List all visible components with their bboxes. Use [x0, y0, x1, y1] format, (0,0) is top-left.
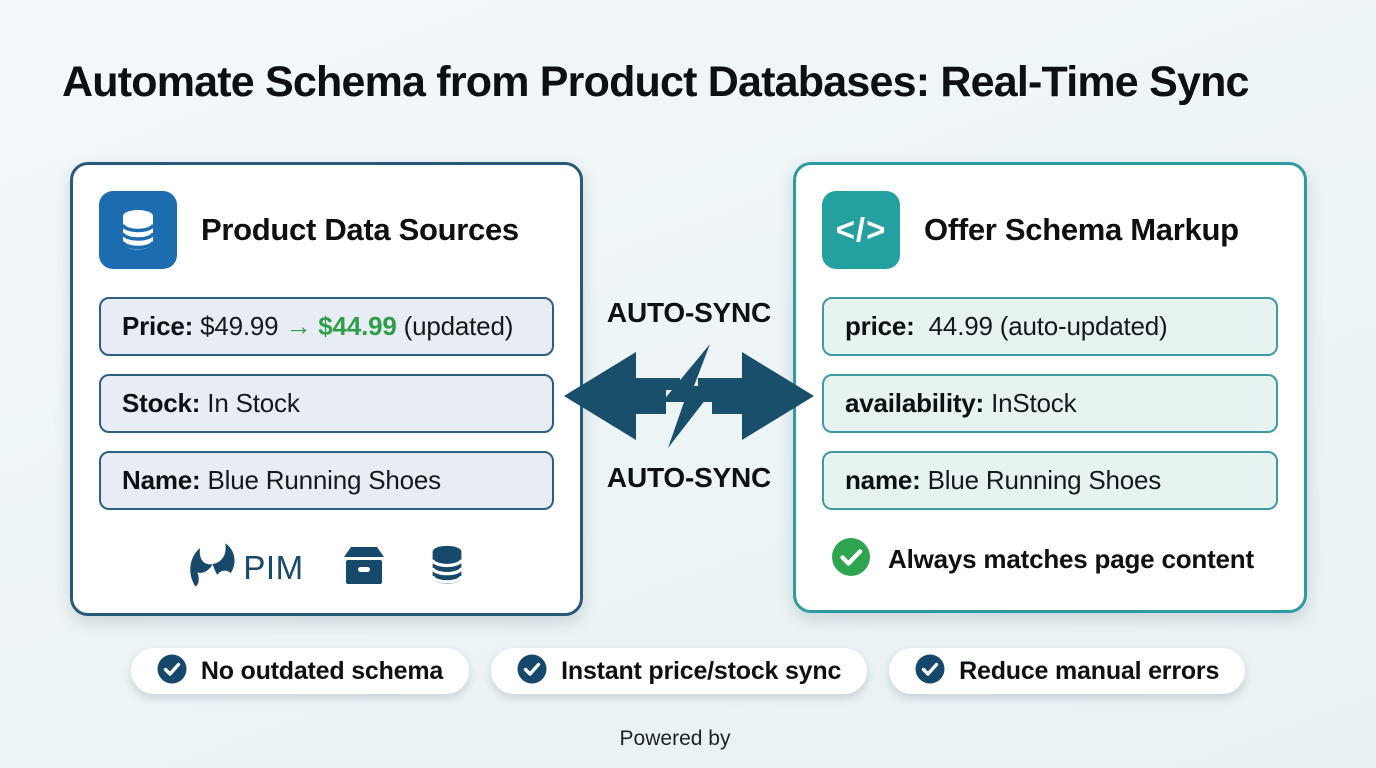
benefit-pill-reduce-errors: Reduce manual errors [889, 648, 1246, 694]
benefit-pill-instant-sync: Instant price/stock sync [491, 648, 868, 694]
page-title: Automate Schema from Product Databases: … [62, 58, 1249, 106]
stock-value: In Stock [207, 388, 300, 418]
price-change-arrow-icon: → [285, 311, 312, 341]
price-row: Price: $49.99 → $44.99 (updated) [99, 297, 554, 356]
name-row: Name: Blue Running Shoes [99, 451, 554, 510]
check-circle-navy-icon [517, 654, 547, 689]
check-circle-green-icon [831, 537, 871, 582]
schema-name-label: name: [845, 465, 921, 495]
schema-footnote: Always matches page content [822, 537, 1278, 582]
auto-sync-connector: AUTO-SYNC AUTO-SYNC [561, 290, 817, 494]
price-label: Price: [122, 311, 194, 341]
stock-label: Stock: [122, 388, 201, 418]
pim-source: PIM [183, 536, 303, 599]
powered-by-text: Powered by [619, 727, 731, 750]
schema-price-label: price: [845, 311, 915, 341]
schema-name-value: Blue Running Shoes [927, 465, 1162, 495]
archive-box-icon [340, 541, 388, 594]
code-icon: </> [822, 191, 900, 269]
benefits-row: No outdated schema Instant price/stock s… [0, 648, 1376, 694]
schema-price-value: 44.99 (auto-updated) [928, 311, 1168, 341]
auto-sync-label-top: AUTO-SYNC [606, 297, 772, 328]
pim-swoosh-icon [183, 536, 237, 599]
footnote-text: Always matches page content [888, 544, 1254, 574]
stock-row: Stock: In Stock [99, 374, 554, 433]
schema-name-row: name: Blue Running Shoes [822, 451, 1278, 510]
benefit-label: No outdated schema [200, 656, 444, 685]
pim-label: PIM [243, 548, 304, 586]
right-card-title: Offer Schema Markup [924, 212, 1239, 247]
left-card-header: Product Data Sources [99, 191, 554, 269]
database-icon [424, 541, 470, 594]
benefit-label: Instant price/stock sync [561, 656, 842, 685]
database-icon [99, 191, 177, 269]
price-updated-note: (updated) [403, 311, 514, 341]
price-old-value: $49.99 [200, 311, 279, 341]
auto-sync-label-bottom: AUTO-SYNC [606, 462, 772, 493]
schema-price-row: price: 44.99 (auto-updated) [822, 297, 1278, 356]
left-card-title: Product Data Sources [201, 212, 519, 247]
price-new-value: $44.99 [318, 311, 397, 341]
code-glyph: </> [835, 211, 887, 248]
offer-schema-markup-card: </> Offer Schema Markup price: 44.99 (au… [793, 162, 1307, 613]
check-circle-navy-icon [157, 654, 187, 689]
check-circle-navy-icon [915, 654, 945, 689]
product-data-sources-card: Product Data Sources Price: $49.99 → $44… [70, 162, 583, 616]
bidirectional-arrows-lightning-icon [561, 342, 817, 450]
data-source-icons-row: PIM [99, 536, 554, 599]
name-label: Name: [122, 465, 201, 495]
name-value: Blue Running Shoes [207, 465, 442, 495]
benefit-label: Reduce manual errors [959, 656, 1220, 685]
benefit-pill-no-outdated-schema: No outdated schema [130, 648, 470, 694]
schema-availability-value: InStock [991, 388, 1077, 418]
right-card-header: </> Offer Schema Markup [822, 191, 1278, 269]
schema-availability-row: availability: InStock [822, 374, 1278, 433]
schema-availability-label: availability: [845, 388, 985, 418]
